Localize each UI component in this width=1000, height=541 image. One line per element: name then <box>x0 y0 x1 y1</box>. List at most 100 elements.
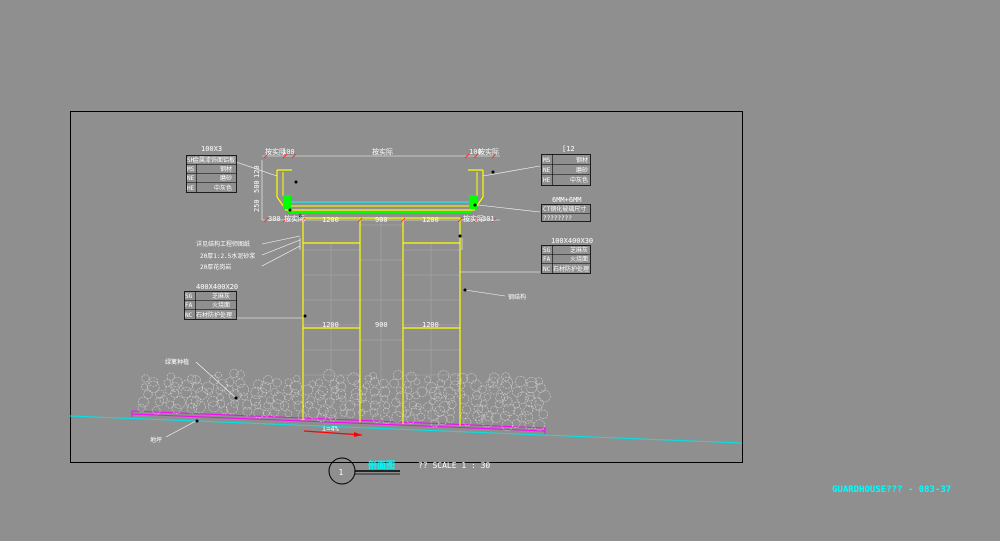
hedge-leaf <box>236 370 245 379</box>
hedge-leaf <box>329 414 337 422</box>
legend-left-top-r4-code: HE <box>187 185 195 192</box>
hedge-leaf <box>477 405 489 417</box>
hedge-leaf <box>393 370 403 380</box>
hedge-leaf <box>253 379 263 390</box>
dim-row2-1200b: 1200 <box>422 321 439 329</box>
hedge-leaf <box>316 397 326 407</box>
legend-left-bottom-r3-desc: 石材防护处理 <box>196 311 232 319</box>
legend-right-top-r2-code: NE <box>543 167 551 174</box>
hedge-leaf <box>353 380 361 388</box>
hedge-leaf <box>502 396 513 407</box>
hedge-leaf <box>406 414 416 424</box>
hedge-leaf <box>382 415 391 424</box>
hedge-leaf <box>531 397 544 410</box>
note-structure: 详见结构工程师图纸 <box>196 240 250 248</box>
hedge-leaf <box>272 378 282 388</box>
hedge-leaf <box>404 380 412 388</box>
hedge-leaf <box>513 401 520 409</box>
legend-left-top-title: 100X3 <box>201 145 222 153</box>
hedge-leaf <box>483 393 491 401</box>
legend-right-top-r1-code: MS <box>543 157 551 164</box>
hedge-leaf <box>483 411 494 422</box>
hedge-leaf <box>485 379 494 388</box>
hedge-leaf <box>180 386 192 399</box>
hedge-leaf <box>166 372 175 381</box>
hedge-leaf <box>186 403 198 414</box>
hedge-leaf <box>350 388 363 400</box>
section-title: 剖面图 <box>368 459 395 471</box>
hedge-leaf <box>318 406 329 416</box>
dim-top-mid: 按实际 <box>372 147 393 156</box>
legend-right-bottom: 100X400X30 SG 芝麻灰 FA 火烧面 NC 石材防护处理 <box>541 237 593 274</box>
hedge-leaf <box>325 397 335 407</box>
hedge-leaf <box>297 411 307 421</box>
hedge-leaf <box>171 376 183 388</box>
legend-right-top-r1-desc: 钢材 <box>576 156 588 164</box>
legend-left-top-r3-desc: 磨砂 <box>220 174 232 182</box>
hedge-leaf <box>266 396 274 405</box>
hedge-leaf <box>416 386 428 398</box>
hedge-leaf <box>253 407 265 419</box>
hedge-leaf <box>155 396 165 407</box>
hedge-leaf <box>447 408 455 416</box>
legend-right-top: [12 MS 钢材 NE 磨砂 HE 中灰色 <box>541 145 591 186</box>
hedge-leaf <box>520 411 533 424</box>
hedge-leaf <box>228 389 241 402</box>
hedge-leaf <box>412 391 420 400</box>
roof-canopy <box>276 169 484 213</box>
hedge-leaf <box>306 396 315 405</box>
hedge-leaf <box>524 395 537 408</box>
hedge-leaf <box>185 396 198 409</box>
hedge-leaf <box>242 399 252 410</box>
hedge-leaf <box>535 404 542 412</box>
hedge-leaf <box>347 372 360 385</box>
hedge-leaf <box>308 380 317 388</box>
hedge-leaf <box>314 390 325 401</box>
hedge-leaf <box>442 386 456 400</box>
section-number: 1 <box>339 468 344 477</box>
hedge-leaf <box>411 405 422 416</box>
hedge-leaf <box>472 390 482 400</box>
hedge-leaf <box>207 396 218 407</box>
leader-arrows <box>195 170 495 423</box>
hedge-leaf <box>470 379 482 392</box>
hedge-leaf <box>216 379 229 391</box>
hedge-leaf <box>514 375 526 387</box>
hedge-leaf <box>254 401 262 409</box>
hedge-leaf <box>171 403 182 414</box>
hedge-leaf <box>137 403 146 412</box>
dimension-ticks <box>263 153 497 223</box>
hedge-leaf <box>293 400 305 412</box>
hedge-leaf <box>215 387 223 395</box>
hedge-leaf <box>147 380 160 394</box>
legend-left-bottom-r3-code: NC <box>185 312 193 319</box>
hedge-leaf <box>346 409 355 418</box>
hedge-leaf <box>511 386 523 397</box>
hedge-leaf <box>379 386 391 398</box>
hedge-leaf <box>216 399 226 408</box>
hedge-leaf <box>488 372 500 384</box>
legend-left-top-r4-desc: 中灰色 <box>214 184 232 192</box>
hedge-leaf <box>370 377 380 387</box>
hedge-leaf <box>405 393 413 401</box>
hedge-leaf <box>536 383 546 393</box>
hedge-leaf <box>513 406 523 416</box>
hedge-leaf <box>290 381 302 393</box>
column-tile-grid <box>303 215 460 420</box>
hedge-leaf <box>430 419 439 428</box>
hedge-leaf <box>457 381 466 390</box>
hedge-leaf <box>272 391 285 404</box>
legend-right-bottom-r1-desc: 芝麻灰 <box>570 246 588 254</box>
hedge-leaf <box>141 374 150 383</box>
hedge-leaf <box>363 382 370 390</box>
hedge-leaf <box>524 420 534 430</box>
hedge-leaf <box>370 400 380 411</box>
hedge-leaf <box>205 387 213 396</box>
hedge-leaf <box>269 407 280 417</box>
hedge-leaf <box>449 380 461 391</box>
hedge-leaf <box>396 386 404 395</box>
hedge-leaf <box>489 385 499 395</box>
dim-top-left-100: 100 <box>282 148 295 156</box>
hedge-leaf <box>187 374 197 384</box>
note-ground: 地坪 <box>150 436 162 444</box>
